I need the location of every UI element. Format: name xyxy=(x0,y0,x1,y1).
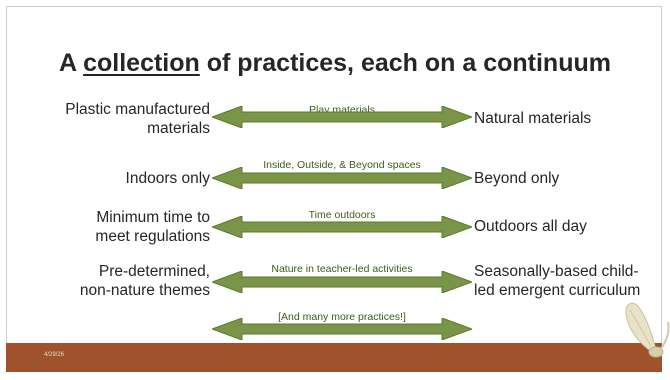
title-underlined-word: collection xyxy=(83,49,200,77)
row-2-right-line-1: Beyond only xyxy=(474,170,560,187)
row-2-right-text: Beyond only xyxy=(474,169,664,188)
row-1-right-line-1: Natural materials xyxy=(474,110,592,127)
row-3-arrow-label: Time outdoors xyxy=(308,209,376,221)
title-part-2: of practices, each on a continuum xyxy=(199,49,611,77)
row-1-left-line-2: materials xyxy=(147,120,210,137)
double-arrow-icon xyxy=(212,271,472,293)
row-4-right-text: Seasonally-based child- led emergent cur… xyxy=(474,262,664,300)
slide-title: A collection of practices, each on a con… xyxy=(0,49,670,78)
row-2-arrow-label: Inside, Outside, & Beyond spaces xyxy=(263,159,421,171)
row-2-left-text: Indoors only xyxy=(38,169,210,188)
row-2-left-line-1: Indoors only xyxy=(125,170,210,187)
row-4-left-line-2: non-nature themes xyxy=(79,282,210,299)
double-arrow-icon xyxy=(212,318,472,340)
title-part-1: A xyxy=(59,49,84,77)
row-4-left-line-1: Pre-determined, xyxy=(98,263,210,280)
row-5-arrow-label: [And many more practices!] xyxy=(278,311,406,323)
row-1-left-line-1: Plastic manufactured xyxy=(65,101,210,118)
maple-seed-icon xyxy=(625,302,670,358)
double-arrow-icon xyxy=(212,167,472,189)
row-4-right-line-2: led emergent curriculum xyxy=(474,282,641,299)
row-4-right-line-1: Seasonally-based child- xyxy=(474,263,639,280)
row-1-right-text: Natural materials xyxy=(474,109,664,128)
row-3-left-text: Minimum time to meet regulations xyxy=(38,208,210,246)
row-1-left-text: Plastic manufactured materials xyxy=(38,100,210,138)
double-arrow-icon xyxy=(212,216,472,238)
footer-bar xyxy=(6,343,662,372)
row-3-right-text: Outdoors all day xyxy=(474,217,664,236)
double-arrow-icon xyxy=(212,106,472,128)
row-4-left-text: Pre-determined, non-nature themes xyxy=(38,262,210,300)
row-4-arrow-label: Nature in teacher-led activities xyxy=(271,263,413,275)
row-3-left-line-1: Minimum time to xyxy=(96,209,210,226)
footer-date: 4/29/26 xyxy=(44,352,65,358)
row-3-left-line-2: meet regulations xyxy=(95,228,210,245)
row-3-right-line-1: Outdoors all day xyxy=(474,218,587,235)
